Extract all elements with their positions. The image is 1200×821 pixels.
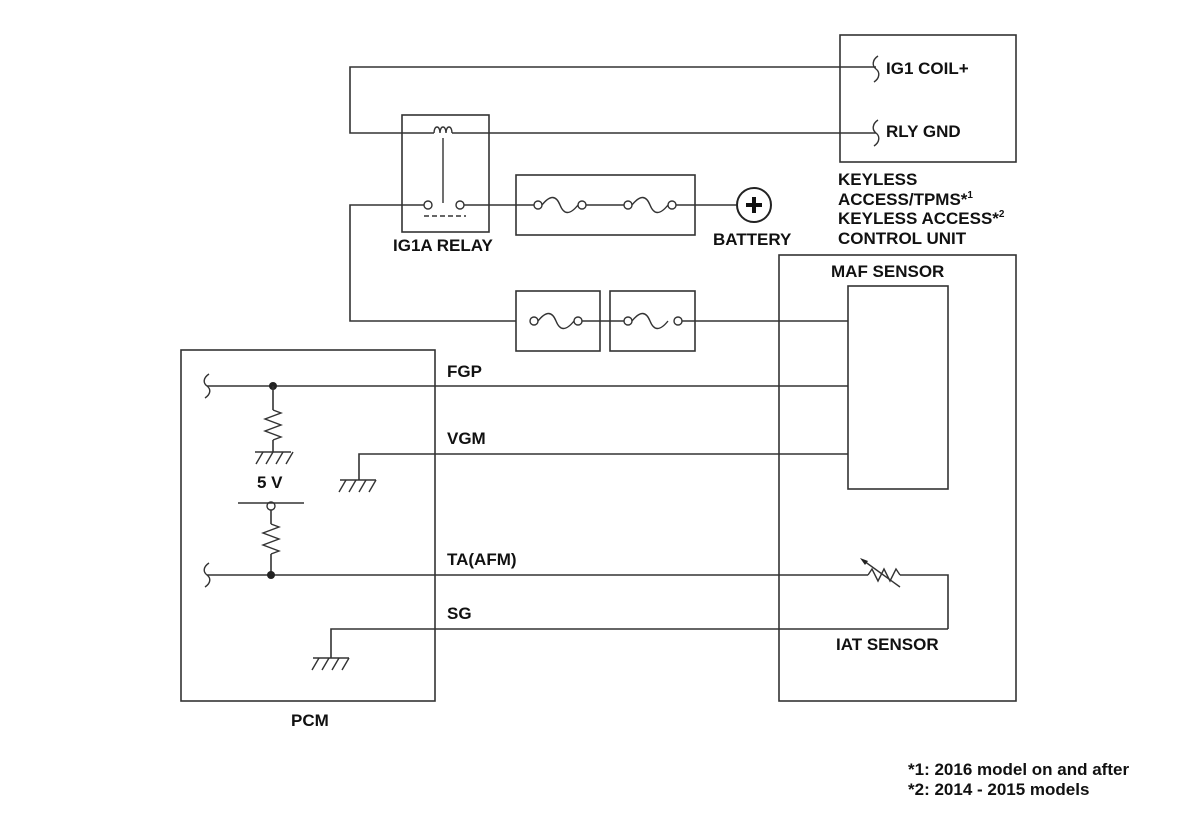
iat-return-wire <box>900 574 949 629</box>
keyless-label-line4: CONTROL UNIT <box>838 229 967 248</box>
iat-sensor-label: IAT SENSOR <box>836 635 939 654</box>
relay-contact-left <box>423 200 433 210</box>
keyless-control-unit-box <box>839 34 1017 163</box>
pcm-label: PCM <box>291 711 329 730</box>
maf-sensor-housing <box>778 254 1017 702</box>
relay-output-wire <box>349 204 516 322</box>
sg-wire <box>330 628 948 658</box>
vgm-label: VGM <box>447 429 486 448</box>
ground-icon <box>338 479 377 493</box>
fuse-icon <box>631 312 669 330</box>
keyless-label-line3: KEYLESS ACCESS*2 <box>838 209 1005 228</box>
rly-gnd-label: RLY GND <box>886 122 961 141</box>
ground-icon <box>255 451 294 465</box>
relay-coil-icon <box>433 126 453 134</box>
sg-label: SG <box>447 604 472 623</box>
maf-sensor-label: MAF SENSOR <box>831 262 944 281</box>
fgp-label: FGP <box>447 362 482 381</box>
fuse-icon <box>537 312 575 330</box>
relay-contact-right <box>455 200 465 210</box>
ig1a-relay-box <box>401 114 490 233</box>
ig1a-relay-label: IG1A RELAY <box>393 236 493 255</box>
pcm-box <box>180 349 436 702</box>
resistor-icon <box>263 409 283 441</box>
thermistor-icon <box>867 567 901 583</box>
ground-icon <box>311 657 350 671</box>
ig1-coil-terminal-icon <box>872 55 880 83</box>
footnote-2: *2: 2014 - 2015 models <box>908 780 1089 799</box>
battery-label: BATTERY <box>713 230 792 249</box>
vgm-wire <box>358 453 848 480</box>
ig1-coil-wire <box>349 66 876 134</box>
keyless-label-line1: KEYLESS <box>838 170 917 189</box>
five-v-label: 5 V <box>257 473 283 492</box>
footnote-1: *1: 2016 model on and after <box>908 760 1129 779</box>
ig1-coil-label: IG1 COIL+ <box>886 59 969 78</box>
keyless-label-line2: ACCESS/TPMS*1 <box>838 190 973 209</box>
resistor-icon <box>261 523 281 555</box>
fuse-icon <box>541 196 579 214</box>
ta-afm-label: TA(AFM) <box>447 550 517 569</box>
maf-sensor-element <box>847 285 949 490</box>
fuse-icon <box>631 196 669 214</box>
